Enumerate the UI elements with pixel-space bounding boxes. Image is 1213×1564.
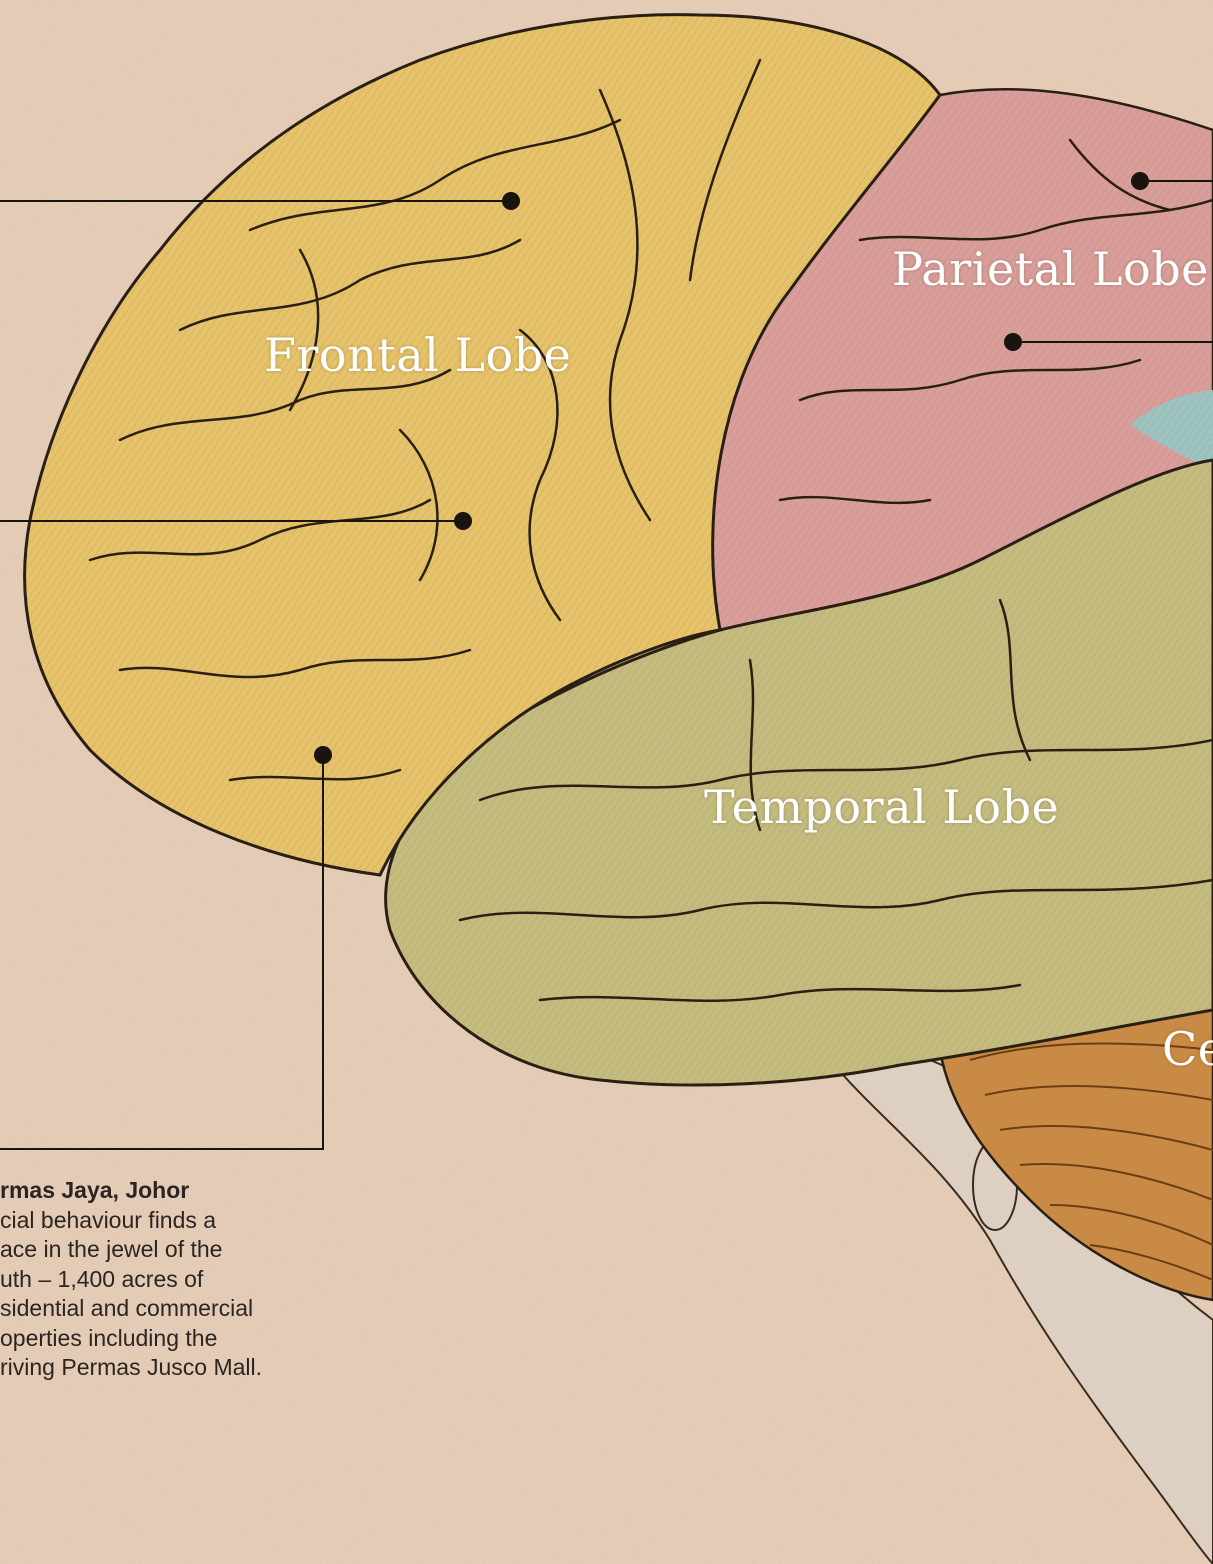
caption-heading: rmas Jaya, Johor	[0, 1176, 320, 1206]
cerebellum-label: Ce	[1162, 1022, 1213, 1076]
temporal-lobe-label: Temporal Lobe	[704, 780, 1059, 834]
caption-line: sidential and commercial	[0, 1294, 320, 1324]
caption-line: operties including the	[0, 1324, 320, 1354]
caption-block: rmas Jaya, Johor cial behaviour finds a …	[0, 1176, 320, 1383]
caption-line: uth – 1,400 acres of	[0, 1265, 320, 1295]
leader-dot	[314, 746, 332, 764]
caption-line: cial behaviour finds a	[0, 1206, 320, 1236]
caption-line: riving Permas Jusco Mall.	[0, 1353, 320, 1383]
leader-dot	[1004, 333, 1022, 351]
leader-dot	[454, 512, 472, 530]
parietal-lobe-label: Parietal Lobe	[892, 242, 1209, 296]
leader-dot	[502, 192, 520, 210]
frontal-lobe-label: Frontal Lobe	[264, 328, 571, 382]
caption-line: ace in the jewel of the	[0, 1235, 320, 1265]
leader-dot	[1131, 172, 1149, 190]
